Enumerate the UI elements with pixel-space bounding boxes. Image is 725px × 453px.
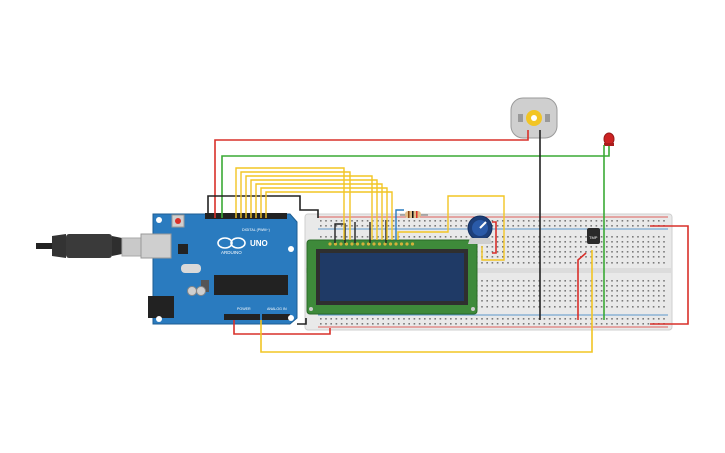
arduino-brand-label: ARDUINO [221,250,242,255]
arduino-logo [217,237,246,249]
potentiometer[interactable] [467,215,493,244]
resistor[interactable] [400,211,428,218]
wire-red-sensor [577,252,587,320]
wire-red-motor [214,130,529,218]
lcd-pins [328,242,415,246]
dc-motor[interactable] [510,97,558,139]
arduino-model-label: UNO [250,239,268,248]
temp-sensor-label: TMP [589,235,598,240]
wire-black-arduino [207,195,319,218]
wires [207,130,689,353]
arduino-uno-board[interactable]: UNO ARDUINO DIGITAL (PWM~) POWER ANALOG … [140,213,298,325]
wire-red-pot [492,221,497,254]
lcd-16x2[interactable] [306,239,478,315]
atmega-chip [214,275,288,295]
arduino-analog-label: ANALOG IN [267,307,287,311]
wire-green-led [221,146,610,218]
lcd-screen [320,253,464,301]
wire-black-bottom [297,318,307,325]
reset-button[interactable] [175,218,181,224]
wire-red-right [650,225,689,325]
arduino-digital-label: DIGITAL (PWM~) [242,228,270,232]
arduino-power-label: POWER [237,307,251,311]
usb-cable [36,234,161,258]
wire-red-bottom [233,320,331,335]
temperature-sensor[interactable]: TMP [587,228,600,244]
led[interactable] [603,132,615,146]
